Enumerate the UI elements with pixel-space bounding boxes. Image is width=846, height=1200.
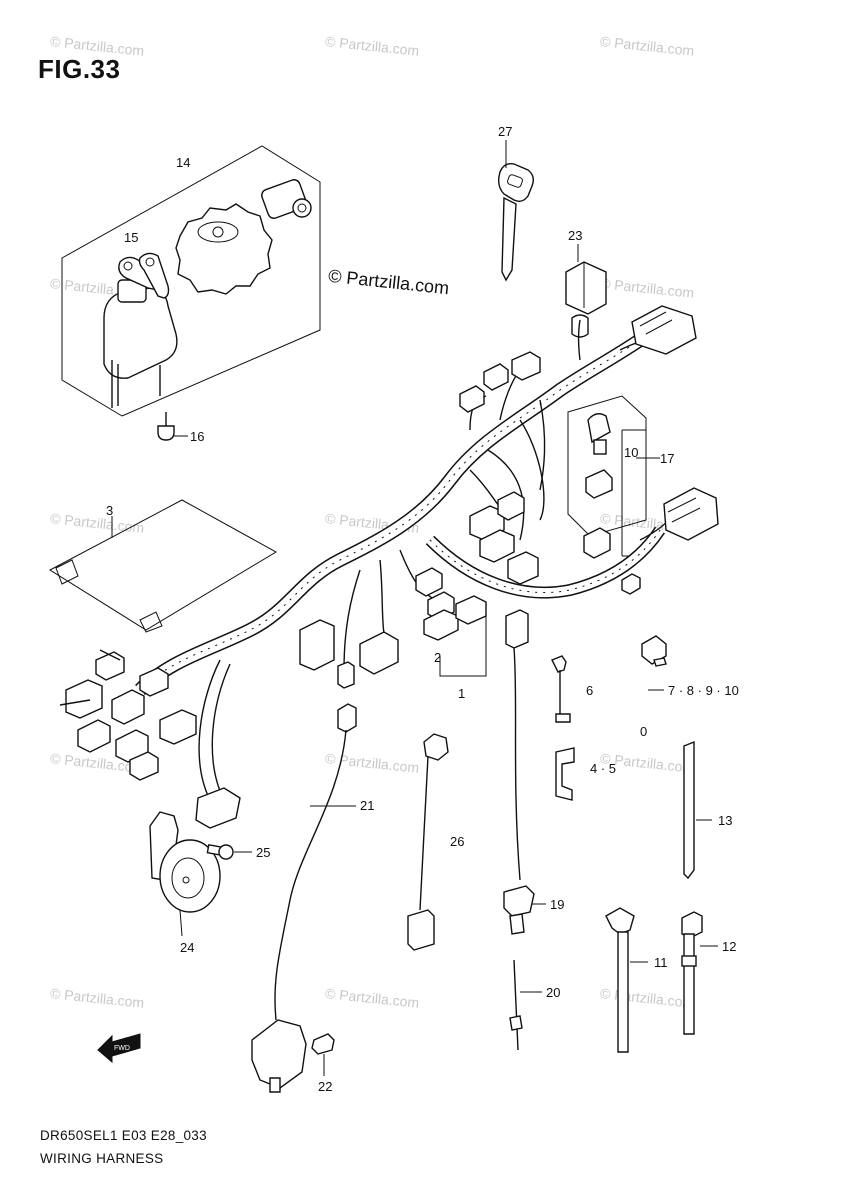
- section-name: WIRING HARNESS: [40, 1151, 164, 1166]
- callout-20: 20: [546, 985, 560, 1000]
- callout-16: 16: [190, 429, 204, 444]
- part-20[interactable]: [509, 959, 542, 1051]
- callout-21: 21: [360, 798, 374, 813]
- relay-23[interactable]: [565, 244, 607, 338]
- forward-arrow-icon: FWD: [97, 1033, 141, 1064]
- screw-16[interactable]: [157, 412, 188, 441]
- callout-23: 23: [568, 228, 582, 243]
- sensor-22[interactable]: [251, 1019, 335, 1093]
- figure-title: FIG.33: [38, 54, 121, 84]
- label-sheet-3[interactable]: [48, 499, 278, 633]
- callout-3: 3: [106, 503, 113, 518]
- model-code: DR650SEL1 E03 E28_033: [40, 1128, 207, 1143]
- fuse-box-group[interactable]: [567, 395, 647, 557]
- ignition-switch-kit[interactable]: [61, 145, 321, 417]
- sensor-19[interactable]: [503, 609, 546, 935]
- cable-tie-13[interactable]: [683, 740, 712, 880]
- fwd-label: FWD: [114, 1045, 130, 1052]
- lead-wire-21[interactable]: [274, 703, 357, 1021]
- cable-tie-12[interactable]: [681, 911, 718, 1035]
- cable-tie-11[interactable]: [605, 907, 648, 1053]
- callout-19: 19: [550, 897, 564, 912]
- callout-10: 10: [624, 445, 638, 460]
- callout-1: 1: [458, 686, 465, 701]
- callout-4-5: 4 · 5: [590, 761, 616, 776]
- callout-24: 24: [180, 940, 194, 955]
- callout-7-10: 7 · 8 · 9 · 10: [668, 683, 739, 698]
- callout-26: 26: [450, 834, 464, 849]
- harness-connectors[interactable]: [59, 305, 719, 829]
- grommet-7-10[interactable]: [641, 635, 667, 667]
- callout-22: 22: [318, 1079, 332, 1094]
- callout-2: 2: [434, 650, 441, 665]
- clamp-6[interactable]: [551, 655, 571, 723]
- callout-15: 15: [124, 230, 138, 245]
- key-27[interactable]: [497, 140, 535, 282]
- callout-14: 14: [176, 155, 190, 170]
- callout-13: 13: [718, 813, 732, 828]
- leader-1-2: [439, 610, 487, 677]
- clamp-4-5[interactable]: [555, 747, 575, 801]
- callout-17: 17: [660, 451, 674, 466]
- bolt-25[interactable]: [206, 844, 252, 860]
- callout-27: 27: [498, 124, 512, 139]
- callout-6: 6: [586, 683, 593, 698]
- callout-25: 25: [256, 845, 270, 860]
- horn-24[interactable]: [149, 811, 221, 937]
- part-26[interactable]: [407, 733, 449, 951]
- callout-small-0: 0: [640, 724, 647, 739]
- callout-12: 12: [722, 939, 736, 954]
- callout-11: 11: [654, 955, 668, 970]
- main-wiring-harness[interactable]: [135, 319, 677, 801]
